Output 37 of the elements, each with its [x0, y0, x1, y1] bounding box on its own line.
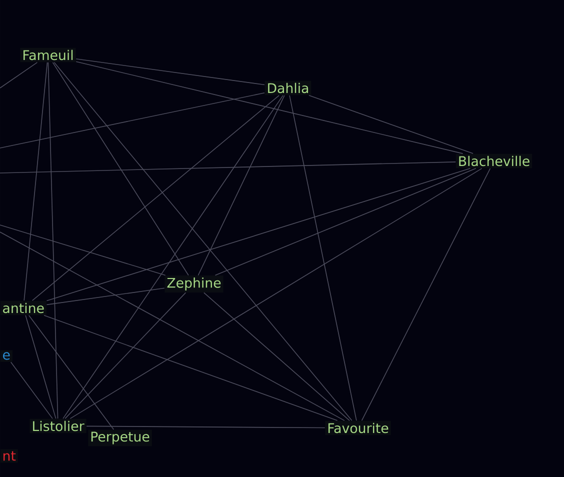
- link-line: [46, 168, 471, 302]
- node-label: e: [0, 350, 12, 362]
- link-line: [32, 95, 280, 301]
- link-line: [44, 315, 338, 421]
- link-line: [24, 62, 48, 301]
- link-line: [204, 292, 350, 421]
- link-line: [54, 62, 352, 421]
- link-line: [28, 315, 114, 430]
- link-line: [0, 162, 456, 174]
- link-line: [214, 168, 476, 276]
- node-label: Zephine: [164, 276, 224, 292]
- link-line: [0, 92, 265, 148]
- link-line: [76, 58, 265, 86]
- link-line: [361, 168, 491, 421]
- node-label: Favourite: [325, 420, 391, 436]
- node-label: Perpetue: [88, 430, 152, 446]
- link-line: [62, 95, 284, 419]
- link-line: [25, 315, 56, 419]
- link-line: [0, 232, 345, 421]
- link-line: [0, 224, 166, 276]
- link-line: [198, 95, 285, 276]
- link-line: [46, 288, 165, 306]
- link-line: [0, 62, 38, 88]
- node-label: Blacheville: [456, 154, 532, 168]
- node-label: Listolier: [30, 418, 86, 434]
- link-line: [86, 426, 326, 428]
- node-label: antine: [0, 300, 46, 316]
- link-line: [76, 61, 464, 154]
- node-label: Fameuil: [20, 48, 76, 62]
- link-line: [52, 62, 189, 276]
- link-line: [48, 62, 58, 419]
- link-line: [10, 362, 53, 419]
- link-line: [64, 292, 186, 419]
- node-label: Dahlia: [264, 80, 312, 96]
- link-line: [308, 95, 474, 154]
- link-line: [70, 168, 482, 419]
- link-line: [289, 95, 357, 421]
